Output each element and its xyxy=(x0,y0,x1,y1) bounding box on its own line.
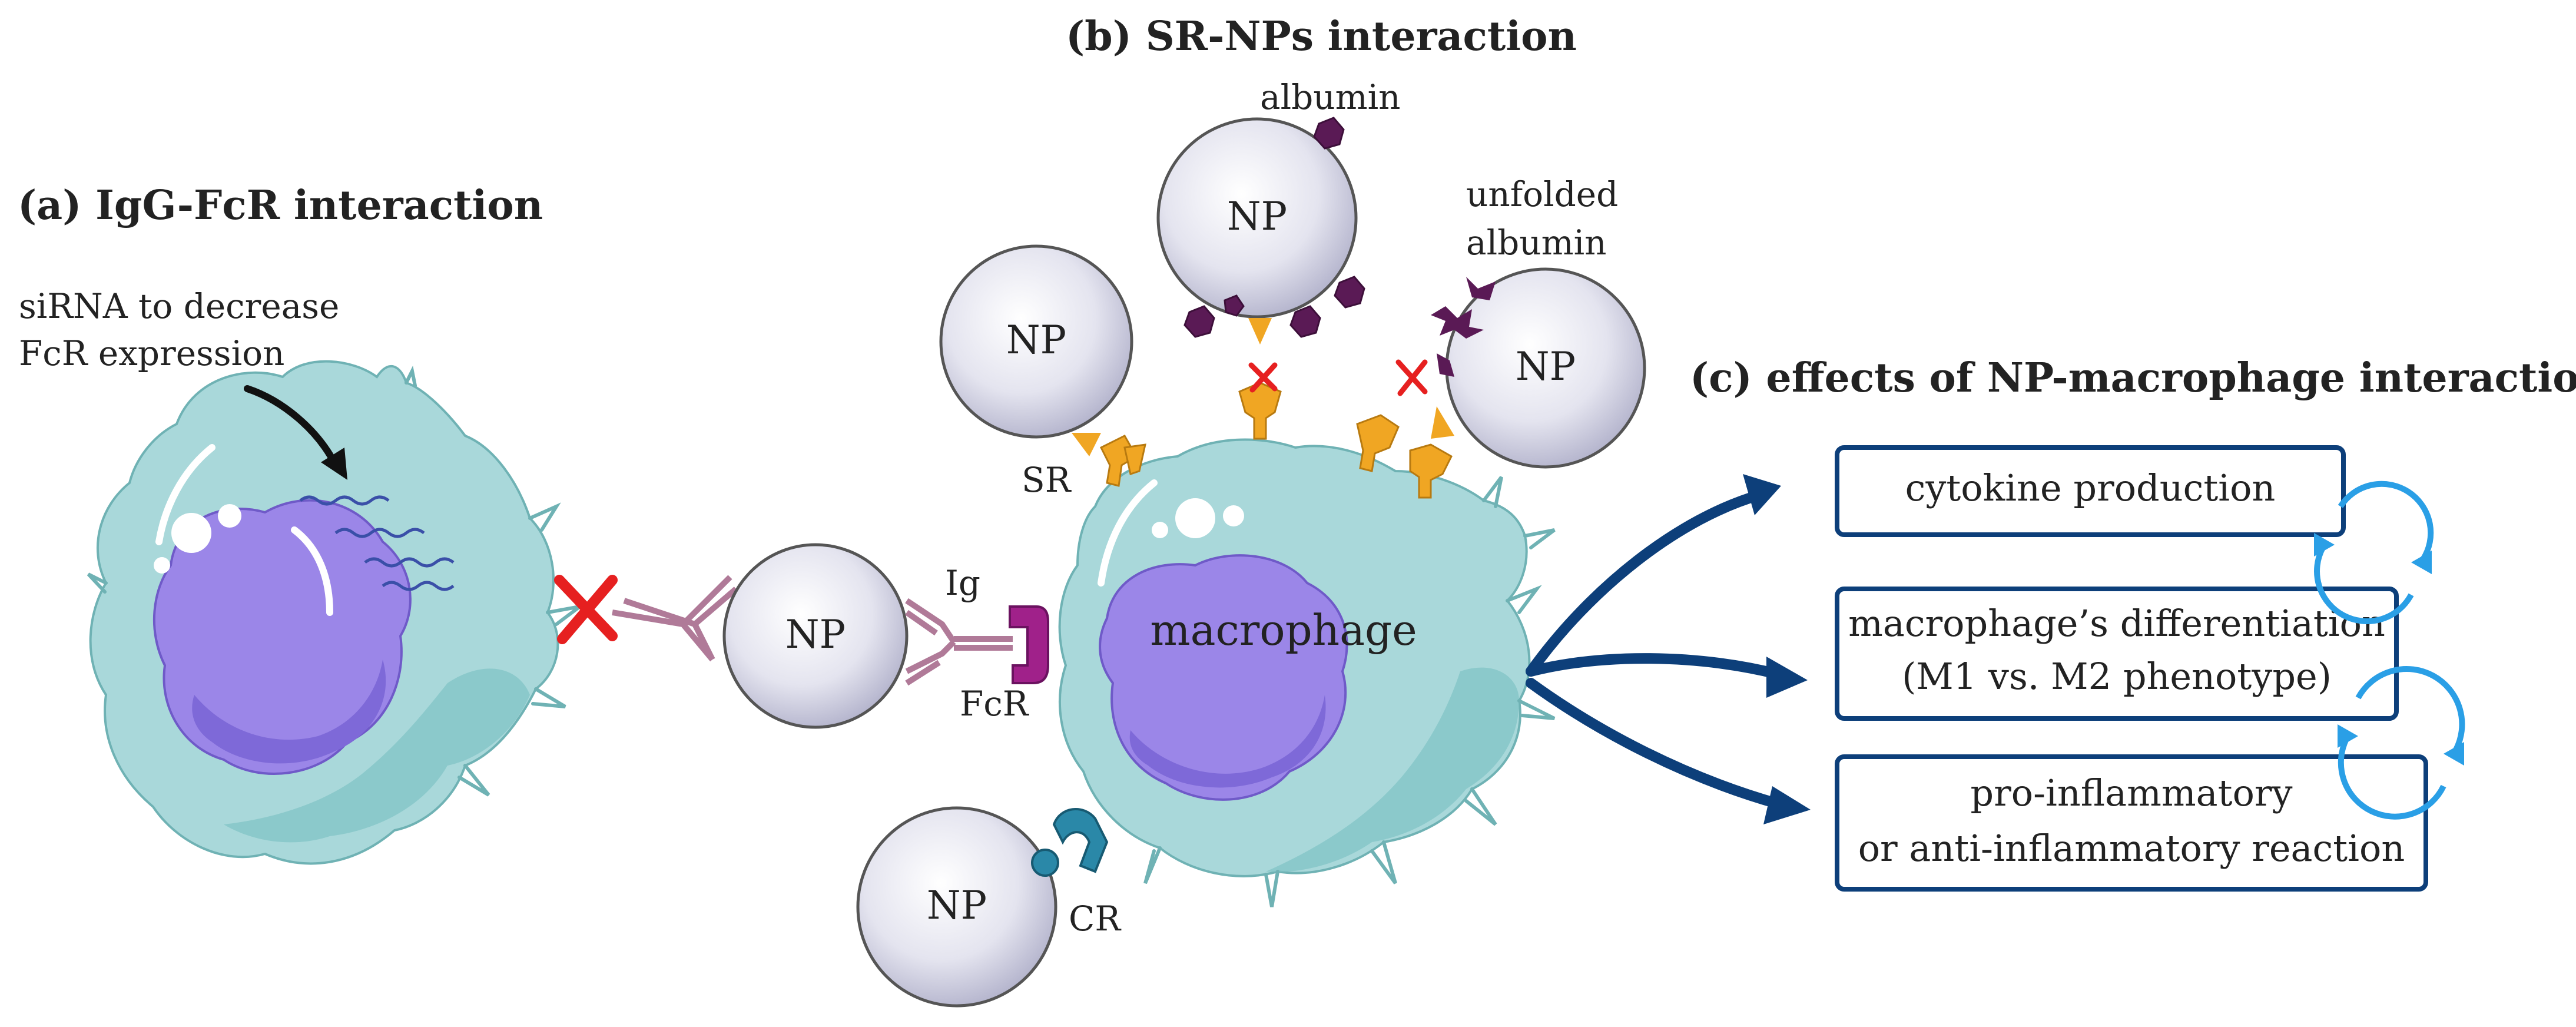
left-cell-nucleus xyxy=(152,499,412,775)
main-cell-highlight xyxy=(1098,479,1158,587)
unfolded-albumin xyxy=(1431,277,1496,377)
cross-icon-b2 xyxy=(1395,359,1428,396)
svg-text:cytokine production: cytokine production xyxy=(1905,466,2276,509)
cycle-icon-1 xyxy=(2314,481,2434,624)
arrow-icon-2 xyxy=(1526,653,1783,680)
left-bubble-3 xyxy=(154,557,170,574)
antibody-ig xyxy=(905,598,1013,686)
effect-arrows xyxy=(1526,489,1783,809)
title-a: (a) IgG-FcR interaction xyxy=(18,182,543,229)
cross-icon-b1 xyxy=(1248,362,1278,393)
effect-box-1: cytokine production xyxy=(1835,445,2346,537)
left-bubble-2 xyxy=(218,504,241,528)
np-right: NP xyxy=(1431,267,1646,469)
svg-text:macrophage’s differentiation: macrophage’s differentiation xyxy=(1848,602,2385,645)
np-upper-left: NP xyxy=(939,244,1133,456)
main-bubble-3 xyxy=(1152,522,1168,538)
np-top: NP xyxy=(1156,117,1358,344)
left-cell-highlight xyxy=(155,444,216,545)
ig-label: Ig xyxy=(945,563,980,603)
sirna-strands xyxy=(299,495,455,591)
cr-receptor xyxy=(1031,808,1109,877)
sirna-label-line2: FcR expression xyxy=(19,333,284,373)
sr-label: SR xyxy=(1022,460,1072,500)
title-b: (b) SR-NPs interaction xyxy=(1066,13,1577,60)
main-macrophage-cell xyxy=(1058,438,1556,907)
svg-text:(M1 vs. M2 phenotype): (M1 vs. M2 phenotype) xyxy=(1902,655,2332,698)
main-cell-shade xyxy=(1266,667,1519,872)
left-nucleus-shade xyxy=(192,660,386,764)
main-cell-spikes xyxy=(1143,476,1556,907)
svg-text:NP: NP xyxy=(785,612,846,657)
macrophage-label: macrophage xyxy=(1150,605,1417,655)
antibody-left xyxy=(612,575,738,662)
cross-icon-a xyxy=(554,575,618,644)
svg-text:NP: NP xyxy=(927,883,987,928)
np-bottom: NP xyxy=(856,806,1057,1008)
np-middle: NP xyxy=(722,543,909,729)
title-c: (c) effects of NP-macrophage interaction xyxy=(1690,355,2576,402)
main-bubble-2 xyxy=(1223,505,1244,526)
arrow-icon-1 xyxy=(1526,489,1766,677)
left-macrophage-cell xyxy=(87,360,581,865)
main-cell-nucleus xyxy=(1099,554,1348,801)
albumin-molecules xyxy=(1183,117,1365,338)
sirna-arrow-icon xyxy=(244,385,347,480)
left-cell-shade xyxy=(224,668,530,843)
unfolded-label-line2: albumin xyxy=(1466,223,1607,263)
cycle-icon-2 xyxy=(2338,666,2465,820)
sirna-label-line1: siRNA to decrease xyxy=(19,286,339,326)
unfolded-label-line1: unfolded xyxy=(1466,174,1618,214)
cr-label: CR xyxy=(1069,899,1122,939)
svg-text:NP: NP xyxy=(1006,317,1066,363)
svg-text:or anti-inflammatory reaction: or anti-inflammatory reaction xyxy=(1858,827,2405,870)
arrow-icon-3 xyxy=(1526,678,1783,809)
effect-box-3: pro-inflammatory or anti-inflammatory re… xyxy=(1835,754,2428,892)
sr-receptor-3 xyxy=(1356,414,1453,499)
svg-text:NP: NP xyxy=(1227,194,1287,239)
left-bubble-1 xyxy=(171,513,211,553)
effect-box-2: macrophage’s differentiation (M1 vs. M2 … xyxy=(1835,587,2399,721)
arrowheads xyxy=(1743,474,1811,824)
svg-text:NP: NP xyxy=(1516,344,1576,389)
main-nucleus-shade xyxy=(1129,695,1326,788)
sr-receptor-1 xyxy=(1099,435,1146,487)
svg-text:pro-inflammatory: pro-inflammatory xyxy=(1970,771,2292,814)
albumin-label: albumin xyxy=(1260,77,1401,117)
left-nucleus-highlight xyxy=(291,526,333,616)
main-bubble-1 xyxy=(1175,498,1215,538)
fcr-receptor xyxy=(1009,605,1049,684)
fcr-label: FcR xyxy=(960,684,1030,724)
